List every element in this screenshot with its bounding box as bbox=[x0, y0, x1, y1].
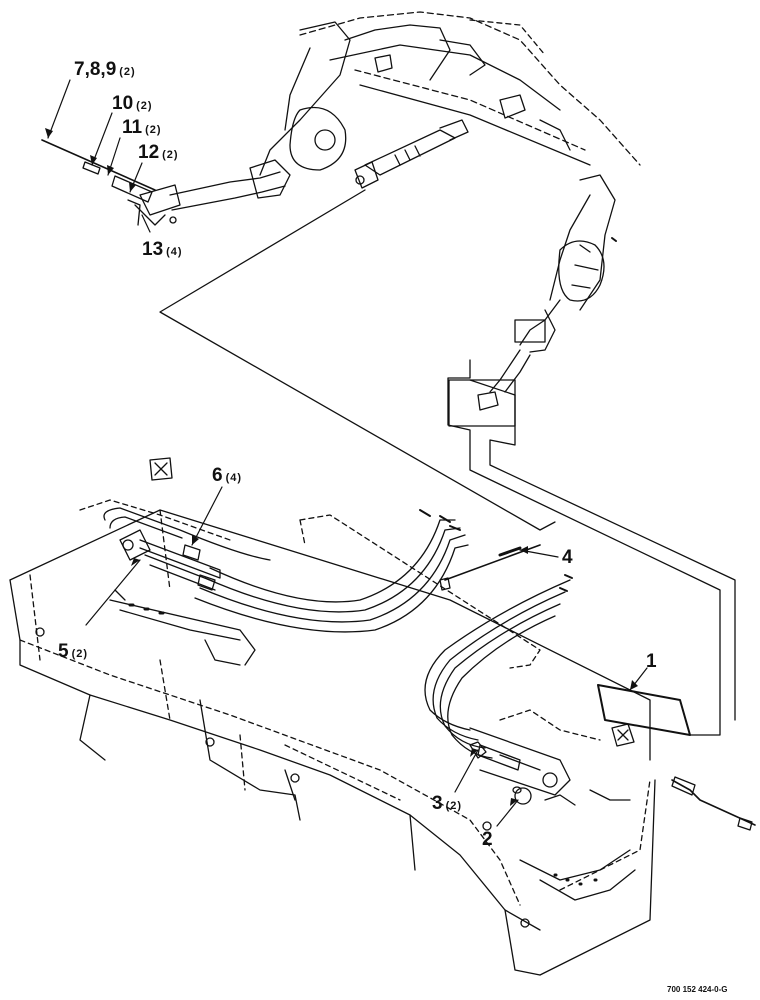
callout-quantity: (4) bbox=[225, 472, 243, 484]
callout-number: 3 bbox=[432, 793, 443, 814]
right-end bbox=[597, 684, 756, 831]
upper-frame bbox=[259, 11, 641, 176]
callout-4: 4 bbox=[562, 548, 576, 567]
callout-12: 12(2) bbox=[138, 143, 179, 162]
callout-3: 3(2) bbox=[432, 794, 462, 813]
callout-7-8-9: 7,8,9(2) bbox=[74, 60, 136, 79]
callout-quantity: (2) bbox=[162, 149, 179, 161]
callout-11: 11(2) bbox=[122, 118, 162, 137]
callout-1: 1 bbox=[646, 652, 660, 671]
callout-number: 12 bbox=[138, 142, 160, 163]
callout-quantity: (2) bbox=[445, 800, 463, 812]
callout-5: 5(2) bbox=[58, 642, 88, 661]
callout-2: 2 bbox=[482, 830, 496, 849]
figure-reference-number: 700 152 424-0-G bbox=[667, 985, 728, 994]
callout-number: 2 bbox=[482, 829, 493, 850]
left-bracket bbox=[79, 457, 541, 669]
callout-quantity: (2) bbox=[145, 124, 162, 136]
routing-guide bbox=[159, 189, 736, 736]
leader-arrowheads bbox=[45, 128, 638, 806]
callout-number: 11 bbox=[122, 117, 143, 138]
callout-number: 1 bbox=[646, 651, 657, 672]
right-hoses bbox=[424, 574, 631, 806]
header-box bbox=[9, 509, 656, 976]
callout-10: 10(2) bbox=[112, 94, 153, 113]
callout-quantity: (4) bbox=[166, 246, 183, 258]
callout-13: 13(4) bbox=[142, 240, 183, 259]
callout-number: 7,8,9 bbox=[74, 59, 117, 80]
callout-number: 13 bbox=[142, 239, 164, 260]
right-arm bbox=[489, 174, 617, 393]
callout-number: 4 bbox=[562, 547, 573, 568]
upper-cylinder bbox=[134, 119, 469, 226]
left-hoses bbox=[103, 507, 469, 633]
callout-quantity: (2) bbox=[119, 66, 136, 78]
callout-quantity: (2) bbox=[136, 100, 153, 112]
callout-quantity: (2) bbox=[71, 648, 89, 660]
callout-6: 6(4) bbox=[212, 466, 242, 485]
upper-rod bbox=[41, 139, 156, 226]
leader-lines bbox=[47, 79, 648, 827]
callout-number: 5 bbox=[58, 641, 69, 662]
callout-number: 10 bbox=[112, 93, 134, 114]
callout-number: 6 bbox=[212, 465, 223, 486]
